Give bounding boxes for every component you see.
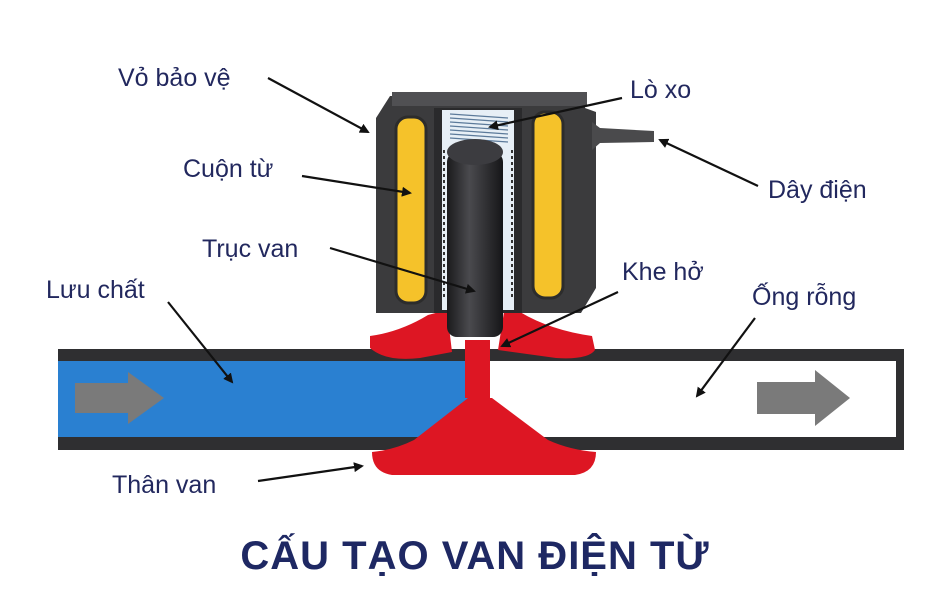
label-fluid: Lưu chất	[46, 276, 145, 304]
leader-fluid	[167, 301, 234, 384]
diagram-title: CẤU TẠO VAN ĐIỆN TỪ	[240, 534, 710, 578]
valve-stem	[465, 340, 490, 398]
label-spring: Lò xo	[630, 76, 692, 104]
leader-hollow-pipe	[695, 317, 756, 398]
leader-gap	[500, 291, 619, 348]
leader-coil	[301, 174, 412, 197]
label-plunger: Trục van	[202, 235, 299, 263]
label-protective-shell: Vỏ bảo vệ	[118, 64, 231, 92]
leader-spring	[488, 96, 623, 131]
housing-top-highlight	[392, 92, 587, 106]
plunger-top	[447, 139, 503, 165]
wire-icon	[592, 122, 654, 150]
solenoid-housing	[376, 92, 654, 337]
pipe-right-end	[896, 349, 904, 450]
label-hollow-pipe: Ống rỗng	[752, 283, 857, 311]
label-wire: Dây điện	[768, 176, 867, 204]
label-gap: Khe hở	[622, 258, 704, 286]
flow-arrow-out-icon	[757, 370, 850, 426]
leader-wire	[658, 138, 759, 187]
leader-valve-body	[257, 462, 364, 483]
valve-body	[370, 310, 596, 475]
label-coil: Cuộn từ	[183, 155, 274, 183]
valve-upper-left-seat	[370, 310, 452, 359]
valve-lower-seat	[372, 398, 596, 475]
plunger-rod	[447, 152, 503, 337]
leader-protective-shell	[267, 77, 370, 133]
leader-plunger	[329, 246, 476, 294]
coil-right-icon	[531, 110, 565, 300]
leader-lines	[167, 77, 759, 483]
coil-left-icon	[394, 115, 428, 305]
label-valve-body: Thân van	[112, 471, 217, 499]
valve-upper-right-seat	[498, 312, 595, 359]
flow-arrow-in-icon	[75, 372, 164, 424]
